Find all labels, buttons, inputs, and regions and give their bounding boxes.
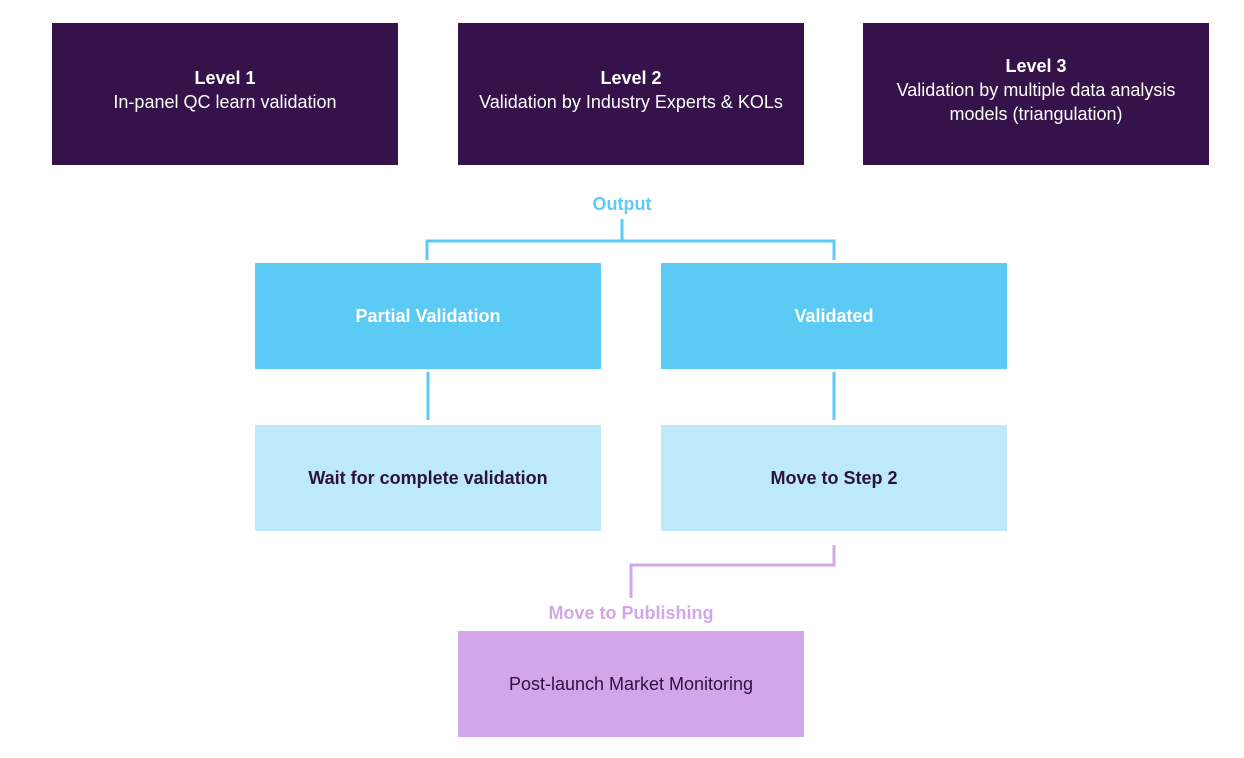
- validated-label: Validated: [794, 305, 874, 326]
- step2-to-publishing-connector: [629, 545, 836, 598]
- validated-box: Validated: [661, 263, 1007, 369]
- partial-validation-label: Partial Validation: [355, 305, 501, 326]
- move-step2-box: Move to Step 2: [661, 425, 1007, 531]
- output-split-connector: [425, 219, 836, 260]
- market-monitoring-box: Post-launch Market Monitoring: [458, 631, 804, 737]
- partial-validation-box: Partial Validation: [255, 263, 601, 369]
- level-1-description: In-panel QC learn validation: [113, 92, 337, 112]
- wait-validation-box: Wait for complete validation: [255, 425, 601, 531]
- level-2-title: Level 2: [600, 68, 662, 88]
- level-2-description: Validation by Industry Experts & KOLs: [479, 92, 783, 112]
- level-1-title: Level 1: [194, 68, 256, 88]
- level-3-title: Level 3: [1005, 56, 1067, 76]
- wait-validation-label: Wait for complete validation: [308, 467, 548, 488]
- level-3-box: Level 3 Validation by multiple data anal…: [863, 23, 1209, 165]
- level-2-box: Level 2 Validation by Industry Experts &…: [458, 23, 804, 165]
- level-3-description: Validation by multiple data analysis mod…: [896, 80, 1176, 124]
- move-step2-label: Move to Step 2: [770, 467, 898, 488]
- publishing-label: Move to Publishing: [548, 603, 714, 623]
- market-monitoring-label: Post-launch Market Monitoring: [508, 673, 754, 694]
- output-label: Output: [592, 194, 652, 214]
- level-1-box: Level 1 In-panel QC learn validation: [52, 23, 398, 165]
